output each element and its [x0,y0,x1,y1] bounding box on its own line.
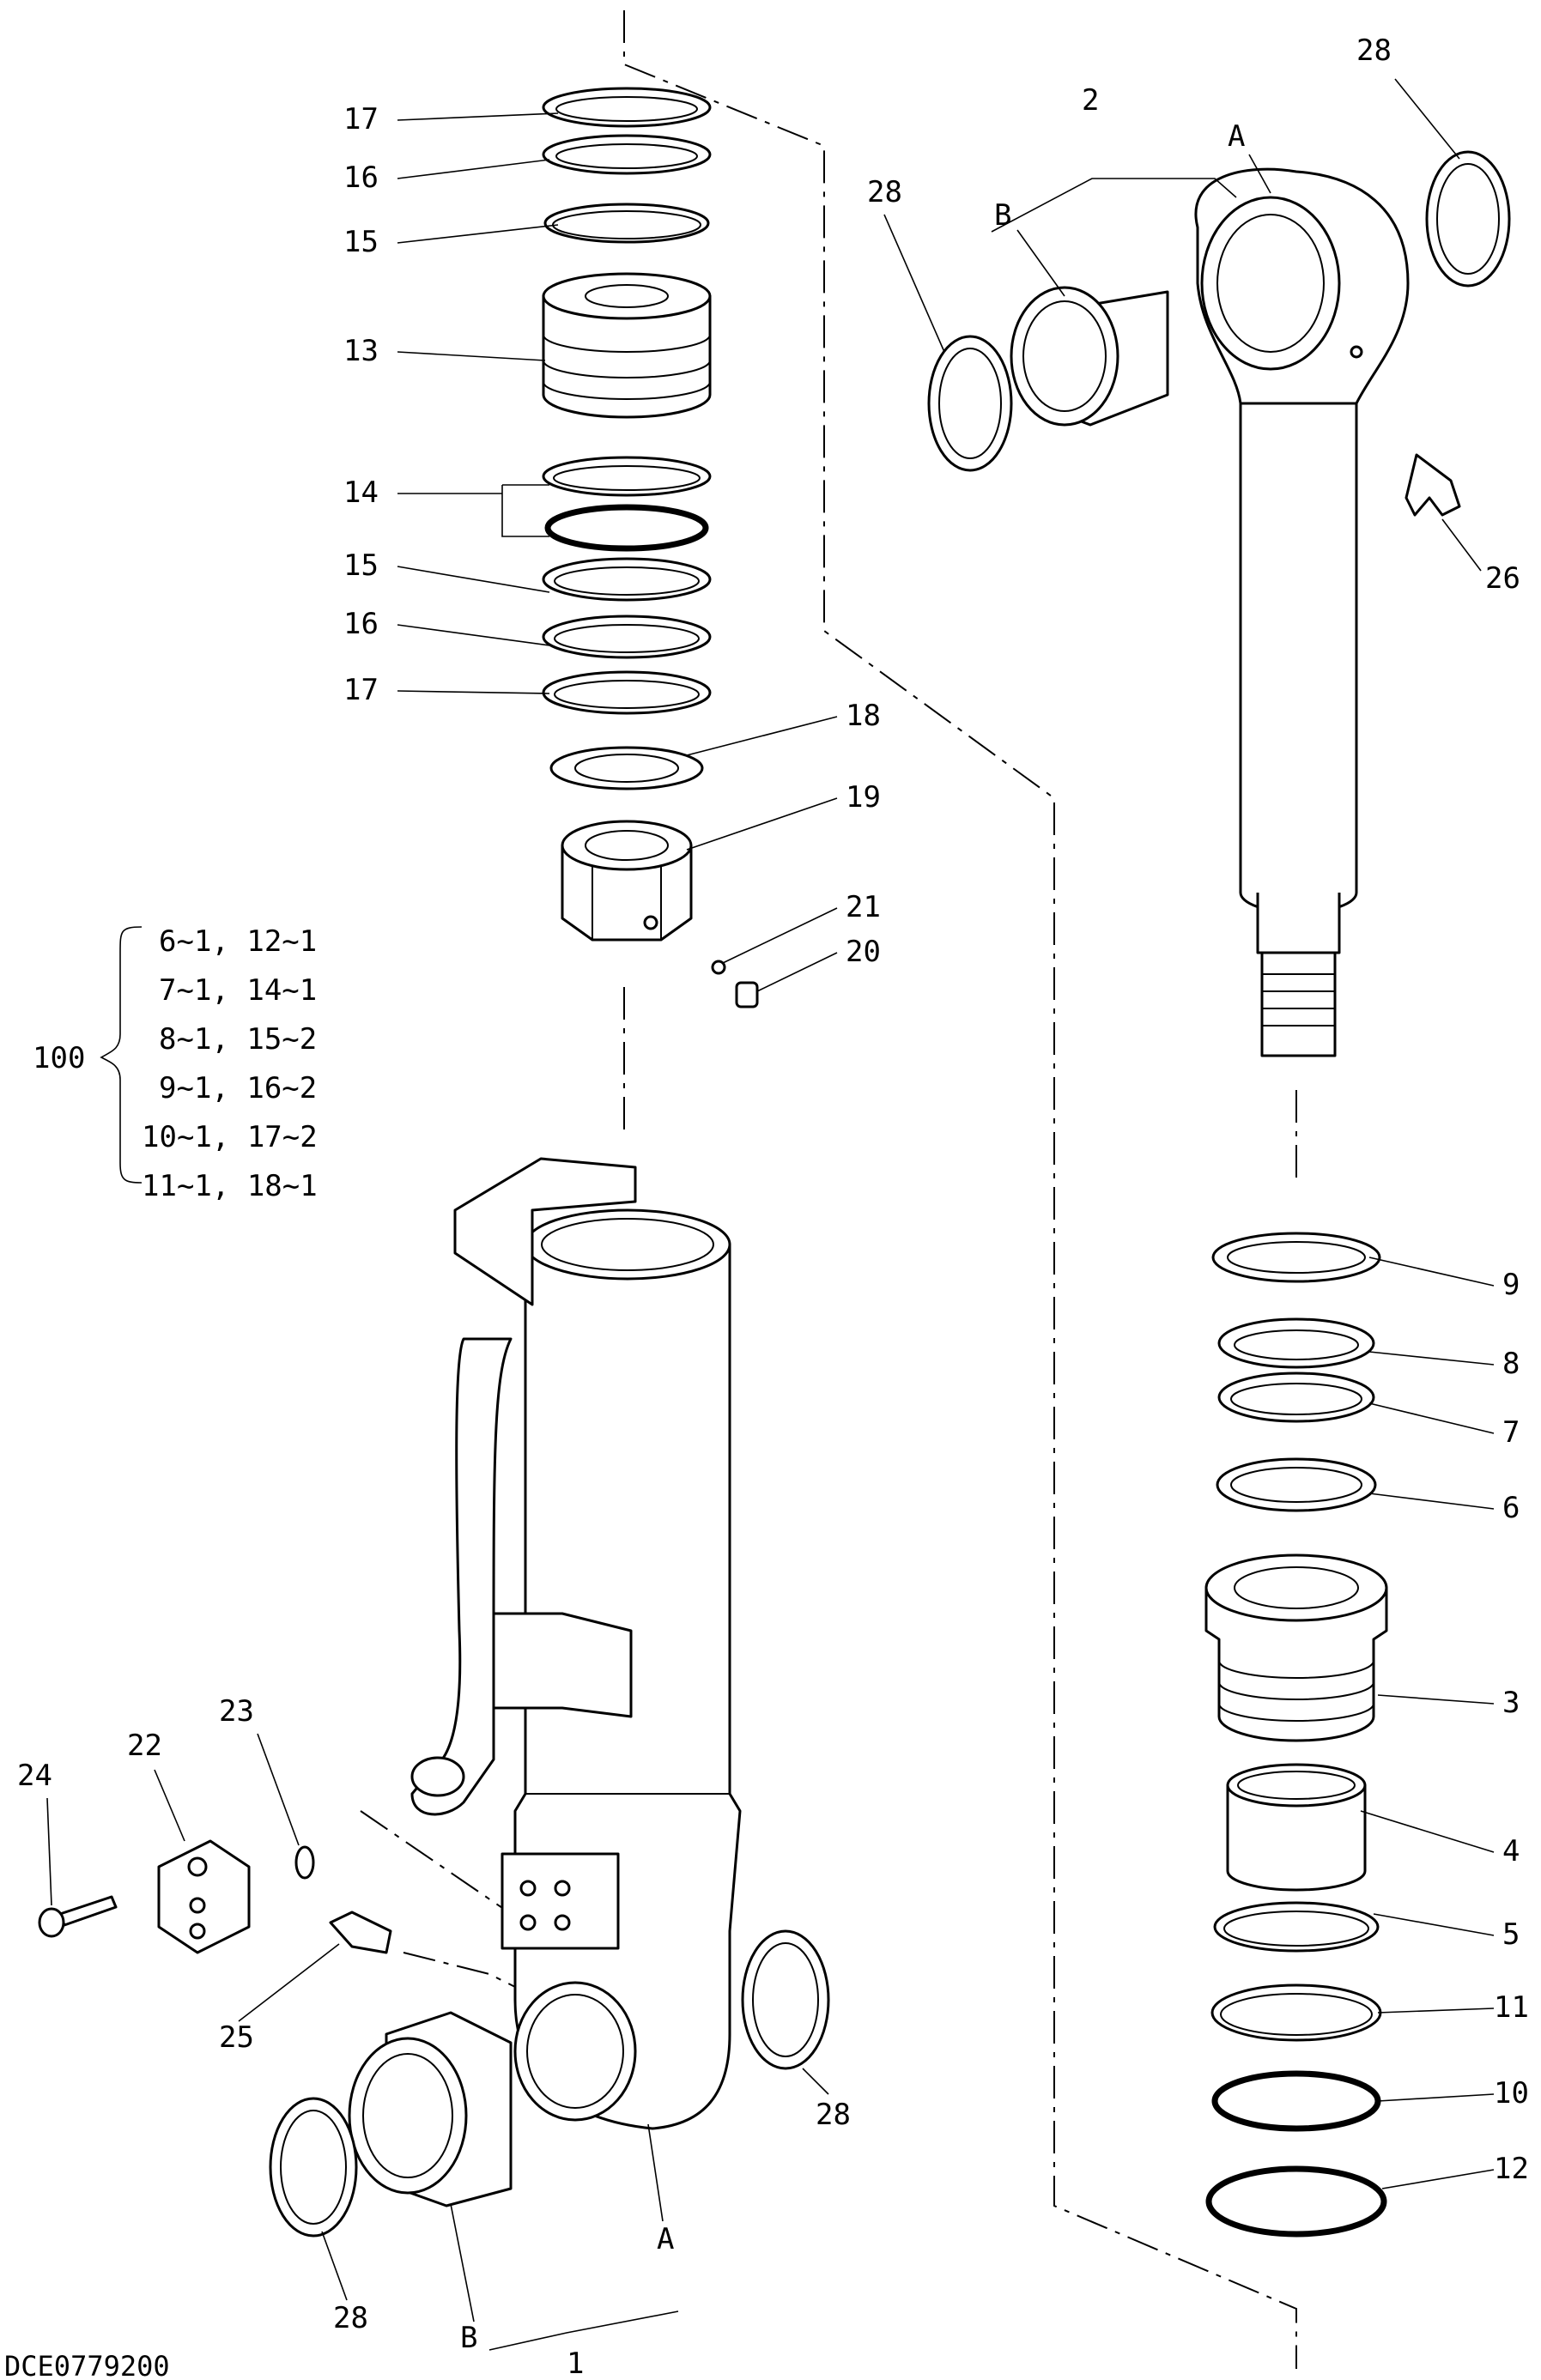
rod-seal-8 [1217,1317,1375,1369]
callout-25: 25 [219,2020,254,2055]
kit-brace [100,926,143,1184]
piston-13 [542,294,712,419]
callout-20: 20 [846,935,881,969]
kit-line-1: 6~1, 12~1 [159,924,317,959]
bolt-24 [58,1895,118,1927]
callout-28-lower-right: 28 [816,2098,851,2132]
rod-cover-3 [1204,1586,1388,1742]
dust-seal-28-right [1425,150,1511,288]
callout-17-bottom: 17 [343,673,379,707]
callout-2: 2 [1082,83,1099,118]
callout-5: 5 [1502,1917,1520,1952]
callout-24: 24 [17,1759,52,1793]
bushing-4 [1226,1783,1367,1892]
ring-14-upper [542,456,712,497]
lower-left-parts [38,1839,830,2238]
callout-17-top: 17 [343,102,379,136]
snap-ring-5 [1213,1901,1380,1953]
callout-labels: 17 16 15 13 14 15 16 17 18 19 21 20 2 A … [17,33,1529,2380]
callout-28-lower-left: 28 [333,2301,368,2335]
callout-7: 7 [1502,1415,1520,1450]
rod-thread [1260,951,1337,1057]
drawing-code: DCE0779200 [4,2350,170,2380]
callout-16-bottom: 16 [343,607,379,641]
grease-nipple-26 [1404,453,1461,517]
callout-10: 10 [1494,2076,1529,2111]
dust-wiper-9 [1211,1232,1381,1283]
o-ring-10 [1211,2070,1381,2132]
tube-pipe [410,1337,513,1816]
ring-14-lower [544,504,709,552]
callout-28-upper-left: 28 [867,175,902,209]
leader-lines [46,78,1495,2351]
o-ring-12 [1205,2165,1387,2238]
wear-ring-16-top [542,134,712,175]
kit-number: 100 [33,1041,85,1075]
kit-line-5: 10~1, 17~2 [142,1120,318,1154]
callout-1-b: B [460,2321,477,2355]
o-ring-15-top [543,203,710,244]
callout-22: 22 [127,1729,162,1763]
dust-seal-28-lower-left [269,2097,358,2238]
callout-2-b: B [994,198,1011,233]
callout-21: 21 [846,890,881,924]
callout-13: 13 [343,334,379,368]
callout-1-a: A [657,2222,674,2256]
kit-100-list: 100 6~1, 12~1 7~1, 14~1 8~1, 15~2 9~1, 1… [33,924,318,1203]
rod-cover-stack [1204,1232,1388,2238]
callout-15-top: 15 [343,225,379,259]
callout-14: 14 [343,475,379,510]
callout-8: 8 [1502,1347,1520,1381]
callout-11: 11 [1494,1990,1529,2025]
callout-1: 1 [567,2347,584,2380]
callout-28-upper-right: 28 [1356,33,1392,68]
callout-16-top: 16 [343,160,379,195]
wear-ring-16-bottom [542,615,712,659]
piston-seal-stack [542,87,759,1008]
grease-fitting-25 [329,1911,392,1954]
washer-18 [549,746,704,790]
kit-line-2: 7~1, 14~1 [159,973,317,1008]
callout-23: 23 [219,1694,254,1729]
callout-2-a: A [1228,119,1245,154]
callout-9: 9 [1502,1268,1520,1302]
backup-ring-7 [1217,1372,1375,1423]
callout-18: 18 [846,699,881,733]
piston-rod-shaft [1239,402,1358,914]
cylinder-tube-1 [410,1157,742,2130]
kit-line-6: 11~1, 18~1 [142,1169,318,1203]
rod-assembly-2 [927,150,1511,1057]
block-22 [157,1839,251,1954]
callout-26: 26 [1485,561,1520,596]
set-screw-20 [735,981,759,1008]
steel-ball-21 [711,960,726,975]
slide-ring-17-bottom [542,670,712,715]
slide-ring-17-top [542,87,712,128]
dust-seal-28-lower-right [741,1929,830,2070]
callout-6: 6 [1502,1491,1520,1525]
kit-line-4: 9~1, 16~2 [159,1071,317,1105]
callout-15-bottom: 15 [343,548,379,583]
o-ring-23 [294,1845,315,1880]
callout-12: 12 [1494,2152,1529,2186]
o-ring-15-bottom [542,557,712,602]
kit-line-3: 8~1, 15~2 [159,1022,317,1057]
callout-4: 4 [1502,1834,1520,1868]
callout-19: 19 [846,780,881,815]
dust-seal-28-left [927,335,1013,472]
callout-3: 3 [1502,1686,1520,1720]
